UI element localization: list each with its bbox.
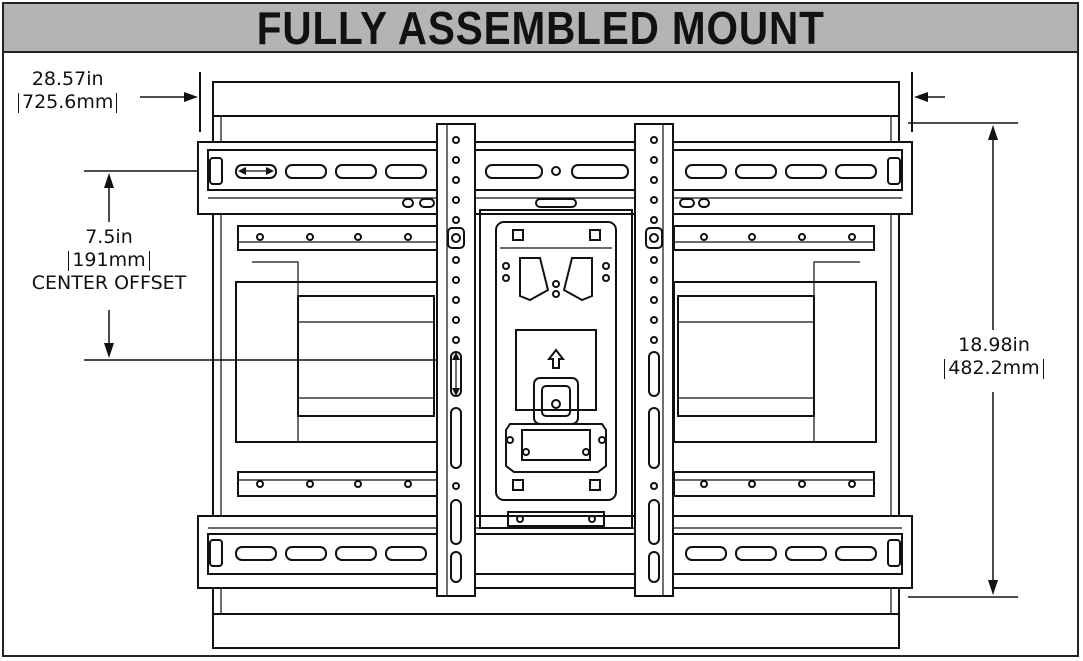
center-offset-imperial: 7.5in [85, 226, 133, 248]
right-vertical-bracket [634, 123, 674, 597]
height-imperial: 18.98in [958, 334, 1030, 356]
width-dimension-lines [140, 72, 945, 132]
center-offset-caption: CENTER OFFSET [31, 271, 187, 294]
left-arm-assembly [235, 225, 439, 497]
center-offset-dimension-label: 7.5in 191mm CENTER OFFSET [24, 226, 194, 294]
width-imperial: 28.57in [31, 68, 104, 90]
height-dimension-lines [908, 122, 1018, 598]
center-vesa-plate [479, 209, 633, 529]
top-rail [197, 141, 913, 215]
height-dimension-label: 18.98in 482.2mm [938, 334, 1050, 380]
title-bar: FULLY ASSEMBLED MOUNT [4, 4, 1077, 53]
page-title: FULLY ASSEMBLED MOUNT [256, 1, 825, 54]
center-offset-metric: 191mm [68, 250, 150, 271]
width-dimension-label: 28.57in 725.6mm [18, 68, 118, 114]
right-arm-assembly [673, 225, 877, 497]
height-metric: 482.2mm [944, 358, 1044, 379]
width-metric: 725.6mm [18, 92, 118, 113]
bottom-rail [197, 515, 913, 589]
left-vertical-bracket [436, 123, 476, 597]
